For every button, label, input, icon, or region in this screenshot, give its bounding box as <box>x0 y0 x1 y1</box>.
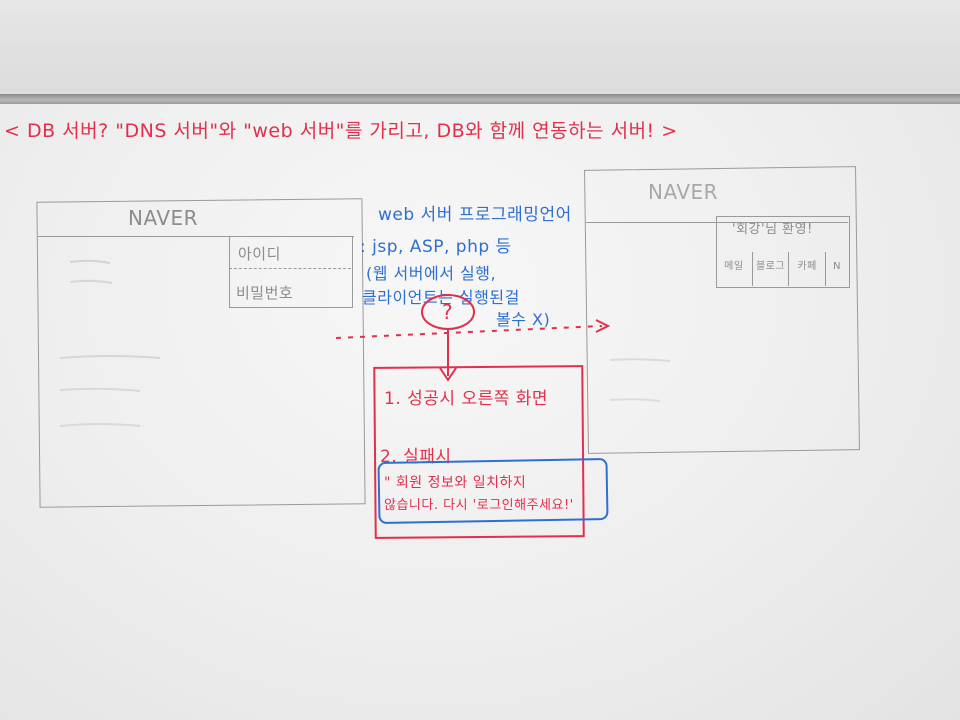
login-box <box>229 236 353 308</box>
whiteboard <box>0 104 960 720</box>
note-line-5: 볼수 X) <box>496 310 551 329</box>
id-field-label: 아이디 <box>238 245 281 263</box>
right-scribbles <box>609 358 671 402</box>
left-scribbles <box>59 259 161 427</box>
note-line-1: web 서버 프로그래밍언어 <box>378 205 572 225</box>
question-mark: ? <box>442 300 454 324</box>
login-divider <box>229 268 351 269</box>
right-menu: 메일 블로그 카페 N <box>716 252 848 286</box>
menu-blog: 블로그 <box>753 252 790 286</box>
whiteboard-rail <box>0 94 960 104</box>
welcome-text: '회강'님 환영! <box>732 222 813 237</box>
heading: < DB 서버? "DNS 서버"와 "web 서버"를 가리고, DB와 함께… <box>4 120 678 142</box>
right-screen-header-line <box>586 222 848 223</box>
fail-message-line-2: 않습니다. 다시 '로그인해주세요!' <box>384 498 574 513</box>
note-line-3: (웹 서버에서 실행, <box>366 264 497 283</box>
note-line-4: 클라이언트는 실행된걸 <box>362 288 520 307</box>
welcome-box <box>716 216 850 288</box>
pw-field-label: 비밀번호 <box>236 284 294 302</box>
menu-cafe: 카페 <box>789 252 827 286</box>
wall <box>0 0 960 96</box>
menu-n: N <box>833 261 841 272</box>
fail-message-line-1: " 회원 정보와 일치하지 <box>384 475 527 491</box>
result-item-2: 2. 실패시 <box>380 447 452 467</box>
right-logo: NAVER <box>648 180 719 204</box>
note-line-2: : jsp, ASP, php 등 <box>360 237 512 257</box>
flow-arrows <box>335 294 611 382</box>
left-logo: NAVER <box>128 206 199 230</box>
left-screen-header-line <box>38 236 354 237</box>
result-item-1: 1. 성공시 오른쪽 화면 <box>384 389 549 409</box>
menu-mail: 메일 <box>716 252 753 286</box>
